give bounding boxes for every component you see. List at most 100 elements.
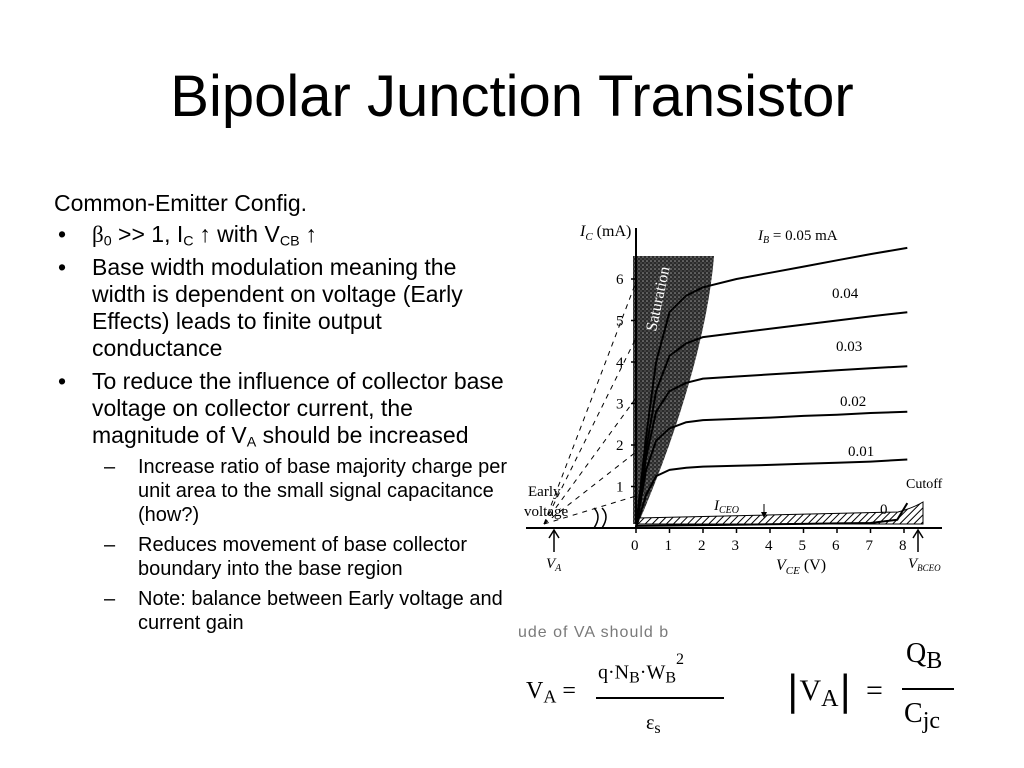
fraction-bar <box>596 697 724 699</box>
bullet-text: with V <box>210 221 280 247</box>
x-tick-label: 5 <box>799 538 807 554</box>
x-tick-label: 3 <box>732 538 740 554</box>
eq2-lhs-sub: A <box>821 686 839 712</box>
x-tick-label: 8 <box>899 538 907 554</box>
va-label: VA <box>546 556 562 574</box>
beta-subscript: 0 <box>103 233 112 250</box>
section-heading: Common-Emitter Config. <box>54 190 308 216</box>
ib-curve-0.05 <box>635 246 908 529</box>
vcb-subscript: CB <box>279 233 300 250</box>
sub-bullet-2: – Reduces movement of base collector bou… <box>54 533 514 581</box>
num-exp: 2 <box>676 651 685 668</box>
ib-curve-0.01 <box>635 458 908 529</box>
eq-equals: = <box>556 678 576 704</box>
bullet-text: >> 1, I <box>111 221 184 247</box>
cutoff-region <box>635 501 924 525</box>
x-tick-label: 1 <box>665 538 673 554</box>
bullet-text: should be increased <box>256 422 469 448</box>
eq2-num-sub: B <box>926 648 943 674</box>
cutoff-label: Cutoff <box>906 477 943 492</box>
curve-label-0.04: 0.04 <box>832 286 859 302</box>
y-tick-label: 2 <box>616 438 624 454</box>
curve-label-0: 0 <box>880 502 888 518</box>
curve-label-0.03: 0.03 <box>836 339 862 355</box>
bullet-marker: • <box>58 368 67 394</box>
vbceo-label: VBCEO <box>908 556 941 573</box>
y-tick-label: 1 <box>616 480 624 496</box>
sub-bullet-1: – Increase ratio of base majority charge… <box>54 455 514 527</box>
up-arrow-icon: ↑ <box>299 222 317 247</box>
curve-label-0.05: IB = 0.05 mA <box>757 228 838 246</box>
slide-body: Common-Emitter Config. • β0 >> 1, IC ↑ w… <box>54 190 514 641</box>
x-tick-label: 4 <box>765 538 773 554</box>
sub-bullet-marker: – <box>104 456 116 478</box>
bullet-text: To reduce the influence of collector bas… <box>92 368 504 448</box>
iceo-label: ICEO <box>713 498 739 516</box>
vbceo-arrow-head <box>912 528 924 539</box>
sub-bullet-marker: – <box>104 588 116 610</box>
eq-lhs: V <box>526 678 544 704</box>
den-epsilon: ε <box>646 712 655 734</box>
va-arrow-head <box>548 528 560 539</box>
eq-lhs-sub: A <box>543 686 557 707</box>
ic-subscript: C <box>183 233 194 250</box>
eq2-lhs: V <box>799 674 822 707</box>
eq2-den: C <box>904 698 923 729</box>
equation-abs-va-numerator: QB <box>906 638 942 673</box>
bullet-marker: • <box>58 254 67 280</box>
sub-bullet-text: Increase ratio of base majority charge p… <box>138 456 508 526</box>
num-n: N <box>614 661 630 684</box>
x-tick-label: 7 <box>866 538 874 554</box>
curve-label-0.01: 0.01 <box>848 444 874 460</box>
fraction-bar-2 <box>902 688 954 690</box>
sub-bullet-3: – Note: balance between Early voltage an… <box>54 587 514 635</box>
num-w-sub: B <box>665 669 677 687</box>
bullet-text: Base width modulation meaning the width … <box>92 254 463 361</box>
y-tick-label: 4 <box>616 355 624 371</box>
iceo-arrow-head <box>761 512 767 518</box>
tick-labels: 1 2 3 4 5 6 0 1 2 3 4 5 6 7 8 <box>616 272 907 554</box>
faded-overlap-text: ude of VA should b <box>518 624 670 641</box>
den-sub: s <box>654 720 661 737</box>
ib-curve-0 <box>635 502 909 527</box>
y-tick-label: 6 <box>616 272 624 288</box>
ib-curves <box>635 246 909 529</box>
num-dot: · <box>639 661 647 684</box>
ib-curve-0.02 <box>635 410 908 529</box>
abs-bar-right: | <box>838 668 852 714</box>
num-q: q· <box>598 661 615 684</box>
sub-bullet-marker: – <box>104 534 116 556</box>
bullet-beta: • β0 >> 1, IC ↑ with VCB ↑ <box>54 221 514 250</box>
sub-bullet-text: Reduces movement of base collector bound… <box>138 534 468 580</box>
equation-va: VA = <box>526 678 576 707</box>
x-tick-label: 0 <box>631 538 639 554</box>
y-tick-label: 3 <box>616 397 624 413</box>
slide-title: Bipolar Junction Transistor <box>170 64 854 129</box>
equation-va-denominator: εs <box>646 712 661 737</box>
sub-bullet-text: Note: balance between Early voltage and … <box>138 588 503 634</box>
x-axis-label: VCE (V) <box>776 557 826 577</box>
va-subscript: A <box>246 434 257 451</box>
early-voltage-label-line1: Early <box>528 484 561 500</box>
early-extrapolation-lines <box>543 281 637 525</box>
early-voltage-label-line2: voltage <box>524 504 568 520</box>
x-tick-label: 6 <box>832 538 840 554</box>
eq2-equals: = <box>865 674 883 707</box>
equation-abs-va: |VA|= <box>786 668 883 714</box>
x-tick-label: 2 <box>698 538 706 554</box>
up-arrow-icon: ↑ <box>193 222 211 247</box>
ib-curve-0.03 <box>635 365 908 529</box>
bullet-reduce-influence: • To reduce the influence of collector b… <box>54 368 514 451</box>
equation-abs-va-denominator: Cjc <box>904 698 940 733</box>
axis-break-icon <box>593 507 607 529</box>
ib-curve-0.04 <box>635 311 908 529</box>
abs-bar-left: | <box>786 668 800 714</box>
curve-label-0.02: 0.02 <box>840 394 866 410</box>
eq2-den-sub: jc <box>922 708 941 734</box>
num-n-sub: B <box>629 669 640 687</box>
num-w: W <box>646 661 666 684</box>
eq2-num: Q <box>906 638 927 669</box>
y-tick-label: 5 <box>616 314 624 330</box>
bullet-marker: • <box>58 221 67 247</box>
